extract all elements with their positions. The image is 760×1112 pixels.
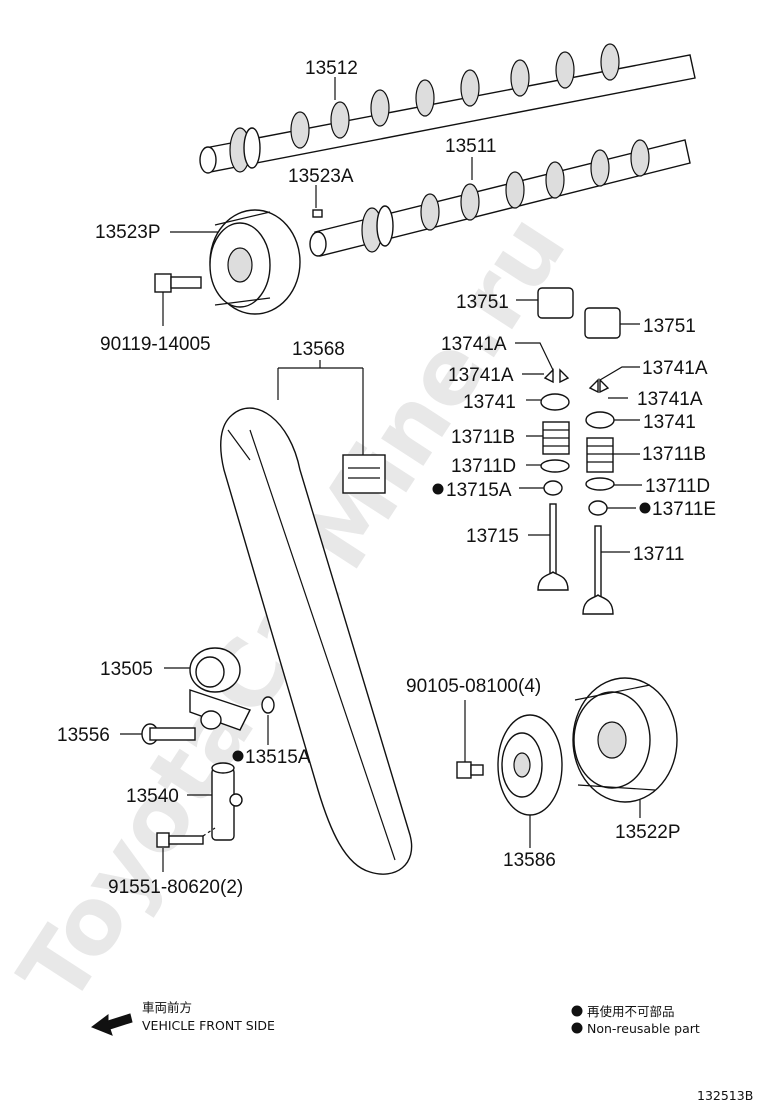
- label-13568: 13568: [292, 339, 345, 360]
- camshaft-pulley-13523P[interactable]: [209, 209, 301, 315]
- non-reusable-marker-13715A: [432, 483, 444, 495]
- camshaft-13512[interactable]: [199, 43, 696, 174]
- valve-lifter-13751-right[interactable]: [584, 307, 621, 339]
- intake-valve-13711[interactable]: [582, 525, 614, 615]
- label-13523P: 13523P: [95, 222, 161, 243]
- leader-lines: [120, 77, 642, 872]
- legend-marker-en: [571, 1022, 583, 1034]
- exhaust-valve-13715[interactable]: [537, 503, 569, 591]
- label-13741A-4: 13741A: [637, 389, 703, 410]
- valve-keeper-13741A-right[interactable]: [588, 378, 599, 394]
- legend-marker-jp: [571, 1005, 583, 1017]
- camshaft-13511[interactable]: [309, 139, 691, 257]
- bolt-13556[interactable]: [141, 723, 196, 745]
- label-13711B-left: 13711B: [451, 427, 515, 448]
- label-13540: 13540: [126, 786, 179, 807]
- washer-13515A[interactable]: [261, 696, 275, 714]
- spring-seat-13711D-right[interactable]: [585, 477, 615, 491]
- label-13711: 13711: [633, 544, 684, 565]
- label-13556: 13556: [57, 725, 110, 746]
- label-13711B-right: 13711B: [642, 444, 706, 465]
- valve-keeper-13741A-left-2[interactable]: [559, 368, 570, 384]
- label-13751-right: 13751: [643, 316, 696, 337]
- label-91551-80620: 91551-80620(2): [108, 877, 243, 898]
- idler-pulley-13505[interactable]: [189, 647, 251, 731]
- valve-keeper-13741A-right-2[interactable]: [599, 378, 610, 394]
- label-13522P: 13522P: [615, 822, 681, 843]
- valve-spring-13711B-left[interactable]: [542, 421, 570, 455]
- label-90105-08100: 90105-08100(4): [406, 676, 541, 697]
- label-13741A-3: 13741A: [642, 358, 708, 379]
- bushing: [200, 710, 222, 730]
- diagram-id: 132513B: [697, 1088, 753, 1103]
- label-13751-left: 13751: [456, 292, 509, 313]
- bolt-90119-14005[interactable]: [154, 273, 202, 293]
- label-13715A: 13715A: [446, 480, 512, 501]
- label-13711D-left: 13711D: [451, 456, 516, 477]
- valve-retainer-13741-right[interactable]: [585, 411, 615, 429]
- valve-stem-seal-13711E[interactable]: [588, 500, 608, 516]
- label-13741-left: 13741: [463, 392, 516, 413]
- label-13523A: 13523A: [288, 166, 354, 187]
- valve-keeper-13741A-left[interactable]: [543, 368, 554, 384]
- label-13512: 13512: [305, 58, 358, 79]
- label-13711D-right: 13711D: [645, 476, 710, 497]
- valve-lifter-13751-left[interactable]: [537, 287, 574, 319]
- non-reusable-marker-13711E: [639, 502, 651, 514]
- label-13741A-2: 13741A: [448, 365, 514, 386]
- valve-retainer-13741-left[interactable]: [540, 393, 570, 411]
- crankshaft-pulley-13522P[interactable]: [572, 677, 678, 803]
- label-13505: 13505: [100, 659, 153, 680]
- key-13523A[interactable]: [312, 209, 323, 218]
- label-90119-14005: 90119-14005: [100, 334, 211, 355]
- belt-tag: [342, 454, 386, 494]
- legend-label-en: Non-reusable part: [587, 1021, 700, 1036]
- plate-13586[interactable]: [497, 714, 563, 816]
- tensioner-13540[interactable]: [211, 762, 243, 841]
- valve-spring-13711B-right[interactable]: [586, 437, 614, 473]
- spring-seat-13711D-left[interactable]: [540, 459, 570, 473]
- label-13511: 13511: [445, 136, 496, 157]
- label-13711E: 13711E: [652, 499, 716, 520]
- legend-label-jp: 再使用不可部品: [587, 1004, 675, 1019]
- front-arrow-icon: [90, 1013, 133, 1036]
- timing-belt-13568[interactable]: [220, 407, 413, 875]
- label-13741-right: 13741: [643, 412, 696, 433]
- bolt-90105-08100[interactable]: [456, 761, 484, 779]
- label-13586: 13586: [503, 850, 556, 871]
- non-reusable-marker-13515A: [232, 750, 244, 762]
- front-label-jp: 車両前方: [142, 1000, 192, 1015]
- valve-stem-seal-13715A[interactable]: [543, 480, 563, 496]
- front-label-en: VEHICLE FRONT SIDE: [142, 1018, 275, 1033]
- bolt-91551-80620[interactable]: [156, 832, 204, 848]
- label-13515A: 13515A: [245, 747, 311, 768]
- label-13715: 13715: [466, 526, 519, 547]
- label-13741A-1: 13741A: [441, 334, 507, 355]
